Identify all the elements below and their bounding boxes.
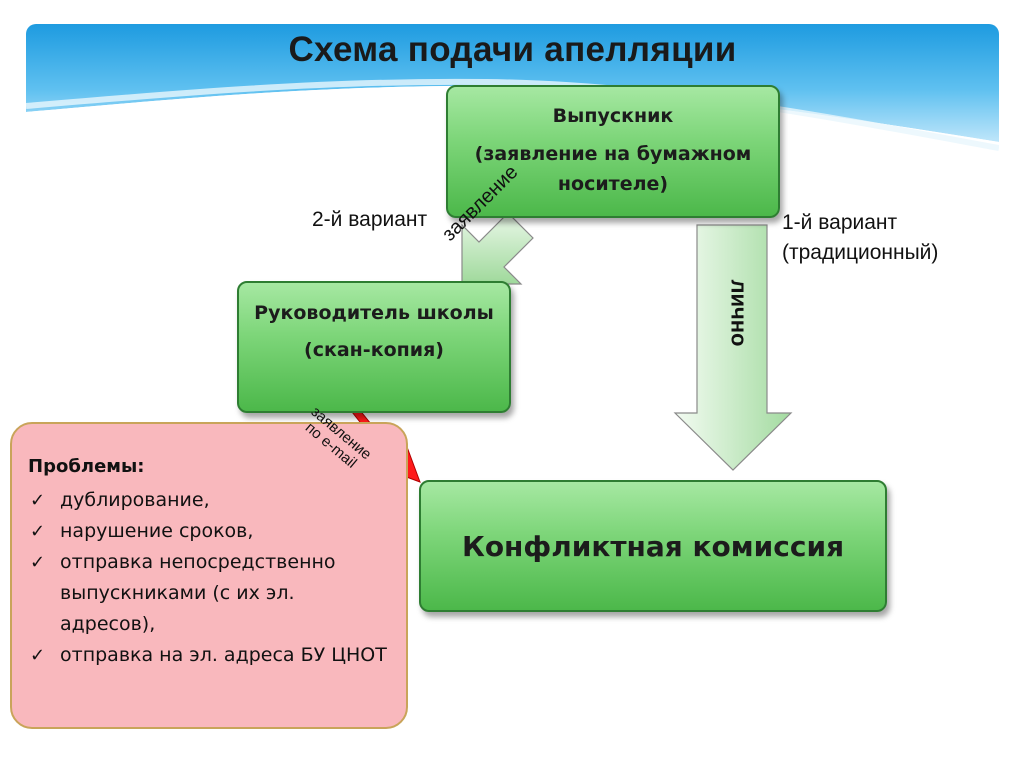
problems-list: ✓дублирование, ✓нарушение сроков, ✓отпра… bbox=[28, 485, 392, 671]
node-director: Руководитель школы (скан-копия) bbox=[237, 281, 511, 413]
arrow-graduate-to-commission bbox=[673, 224, 793, 471]
graduate-label: Выпускник bbox=[552, 105, 674, 127]
director-sublabel: (скан-копия) bbox=[304, 339, 444, 361]
page-title: Схема подачи апелляции bbox=[288, 30, 737, 69]
variant-first-label: 1-й вариант (традиционный) bbox=[782, 208, 938, 268]
list-item: ✓дублирование, bbox=[28, 485, 392, 516]
list-item: ✓отправка непосредственно выпускниками (… bbox=[28, 547, 392, 640]
problems-title: Проблемы: bbox=[28, 456, 145, 477]
list-item: ✓нарушение сроков, bbox=[28, 516, 392, 547]
node-commission: Конфликтная комиссия bbox=[419, 480, 887, 612]
node-graduate: Выпускник (заявление на бумажном носител… bbox=[446, 85, 780, 218]
variant-first-line1: 1-й вариант bbox=[782, 211, 898, 234]
check-icon: ✓ bbox=[30, 552, 46, 573]
problems-panel: Проблемы: ✓дублирование, ✓нарушение срок… bbox=[10, 422, 408, 729]
check-icon: ✓ bbox=[30, 490, 46, 511]
check-icon: ✓ bbox=[30, 521, 46, 542]
list-item: ✓отправка на эл. адреса БУ ЦНОТ bbox=[28, 640, 392, 671]
graduate-sublabel: (заявление на бумажном носителе) bbox=[474, 143, 752, 195]
variant-first-line2: (традиционный) bbox=[782, 241, 939, 264]
variant-second-label: 2-й вариант bbox=[312, 208, 428, 231]
check-icon: ✓ bbox=[30, 645, 46, 666]
arrow-label-in-person: лично bbox=[726, 279, 752, 347]
director-label: Руководитель школы bbox=[254, 302, 494, 324]
